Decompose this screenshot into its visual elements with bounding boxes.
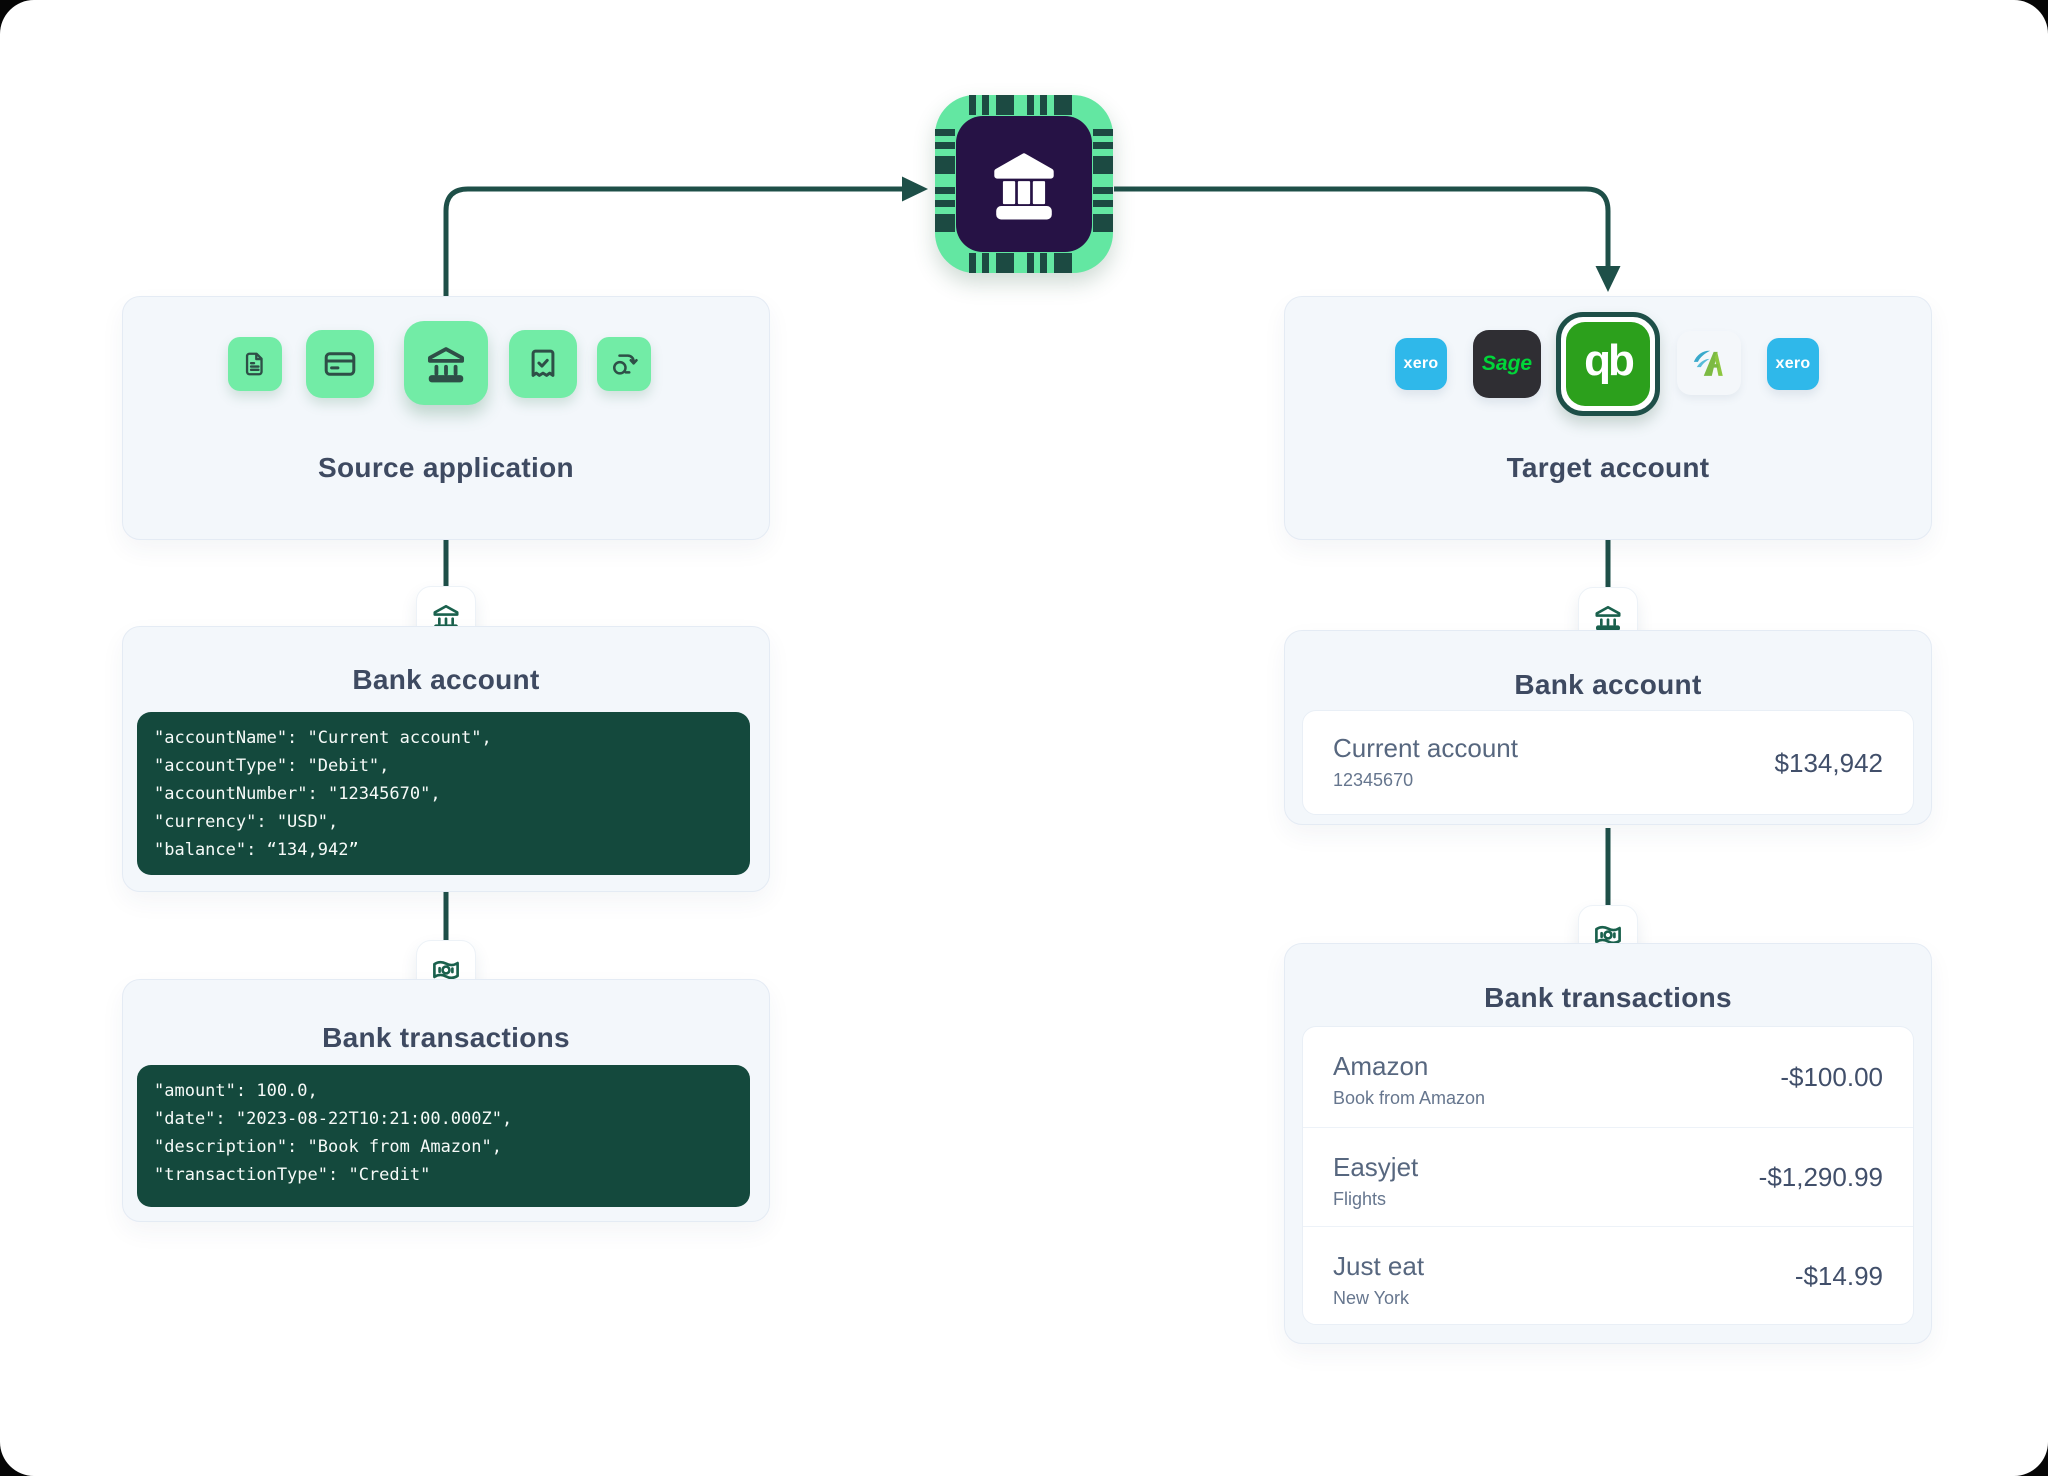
flow-arrow-source-to-hub — [443, 186, 902, 298]
transaction-merchant: Amazon — [1333, 1051, 1429, 1081]
transaction-row: Easyjet Flights -$1,290.99 — [1303, 1127, 1913, 1226]
transaction-description: Book from Amazon — [1333, 1088, 1486, 1108]
chip-pins-left — [935, 129, 955, 239]
transactions-card: Amazon Book from Amazon -$100.00 Easyjet… — [1302, 1026, 1914, 1325]
transaction-description: New York — [1333, 1288, 1410, 1308]
app-tile-freeagent[interactable] — [1677, 331, 1741, 395]
account-number: 12345670 — [1333, 770, 1414, 790]
source-bank-account-title: Bank account — [352, 664, 540, 695]
quickbooks-logo: qb — [1566, 322, 1650, 406]
document-icon — [245, 352, 263, 376]
flow-arrow-hub-to-target — [1114, 186, 1611, 266]
transaction-merchant: Easyjet — [1333, 1152, 1419, 1182]
source-tile-document[interactable] — [228, 337, 282, 391]
bank-icon — [427, 347, 465, 383]
source-tile-receipt[interactable] — [509, 330, 577, 398]
xero-logo: xero — [1775, 355, 1811, 372]
bank-icon — [1595, 605, 1621, 631]
source-panel-title: Source application — [318, 452, 574, 483]
target-bank-transactions-title: Bank transactions — [1484, 982, 1732, 1013]
chip-pins-right — [1093, 129, 1113, 239]
sage-logo: Sage — [1481, 352, 1533, 375]
app-tile-sage[interactable]: Sage — [1473, 330, 1541, 398]
app-tile-xero-2[interactable]: xero — [1767, 338, 1819, 390]
account-card: Current account 12345670 $134,942 — [1302, 710, 1914, 815]
transaction-amount: -$1,290.99 — [1758, 1161, 1883, 1192]
sync-icon — [613, 354, 638, 375]
transaction-amount: -$14.99 — [1794, 1261, 1883, 1291]
chip-core — [956, 116, 1092, 252]
freeagent-logo-icon — [1693, 350, 1723, 376]
source-tile-card[interactable] — [306, 330, 374, 398]
bank-chip-icon — [935, 95, 1113, 273]
app-tile-xero[interactable]: xero — [1395, 338, 1447, 390]
chip-pins-bottom — [969, 253, 1079, 273]
transaction-row: Amazon Book from Amazon -$100.00 — [1303, 1027, 1913, 1127]
account-name: Current account — [1333, 733, 1518, 763]
app-tile-quickbooks-selected[interactable]: qb — [1556, 312, 1660, 416]
receipt-check-icon — [531, 349, 555, 377]
transaction-description: Flights — [1333, 1189, 1387, 1209]
target-panel-title: Target account — [1506, 452, 1710, 483]
bank-account-code-block: "accountName": "Current account", "accou… — [137, 712, 750, 875]
chip-pins-top — [969, 95, 1079, 115]
arrowhead-right-icon — [902, 176, 928, 202]
bank-transactions-code-block: "amount": 100.0, "date": "2023-08-22T10:… — [137, 1065, 750, 1207]
source-tile-bank[interactable] — [404, 321, 488, 405]
account-balance: $134,942 — [1774, 748, 1883, 778]
credit-card-icon — [324, 352, 356, 376]
bank-icon — [978, 138, 1070, 230]
source-bank-transactions-title: Bank transactions — [322, 1022, 570, 1053]
transaction-row: Just eat New York -$14.99 — [1303, 1226, 1913, 1326]
arrowhead-down-icon — [1595, 266, 1621, 292]
target-bank-account-title: Bank account — [1514, 669, 1702, 700]
source-tile-sync[interactable] — [597, 337, 651, 391]
xero-logo: xero — [1403, 355, 1439, 372]
transaction-merchant: Just eat — [1333, 1251, 1425, 1281]
transaction-amount: -$100.00 — [1780, 1061, 1883, 1092]
